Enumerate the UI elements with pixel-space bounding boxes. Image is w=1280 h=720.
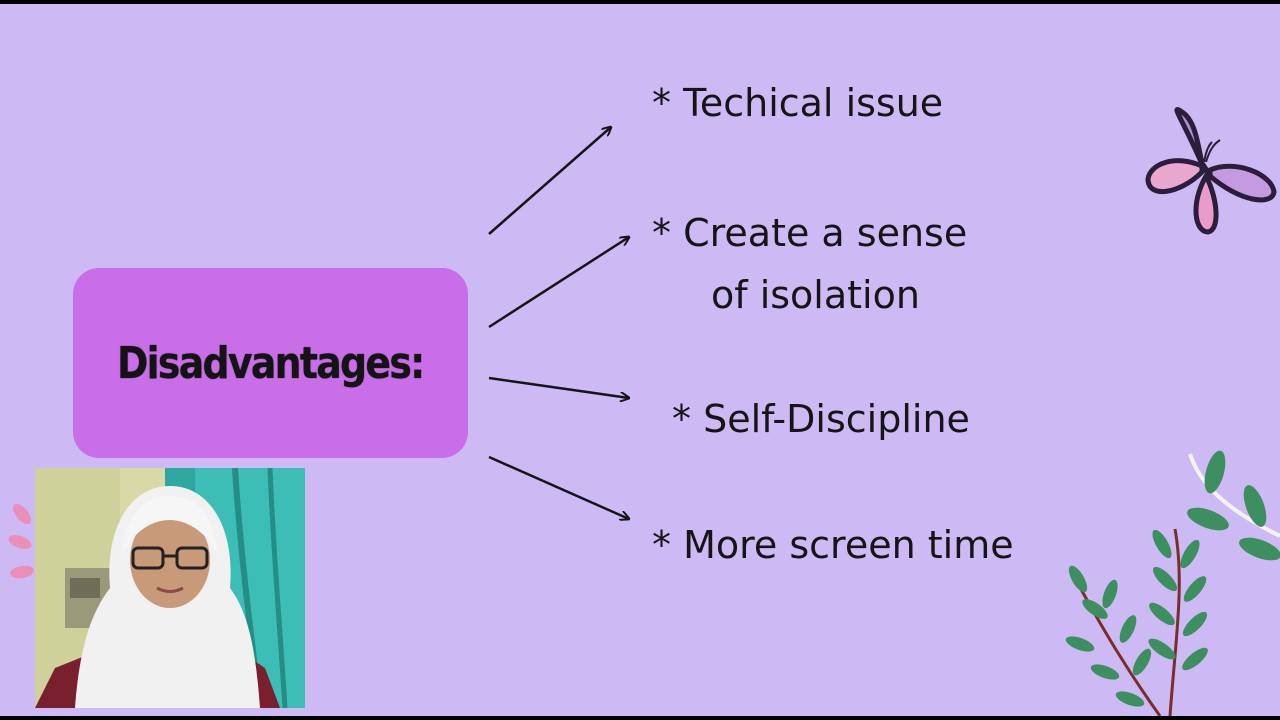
arrows <box>488 4 1280 716</box>
point-isolation-line1: * Create a sense <box>652 211 968 255</box>
plant-icon <box>1065 450 1280 716</box>
slide-title: Disadvantages: <box>117 337 425 389</box>
point-technical-issue: * Techical issue <box>652 81 944 125</box>
title-box: Disadvantages: <box>73 268 468 458</box>
slide: Disadvantages: * Techical issue * Create… <box>0 4 1280 716</box>
presenter-webcam <box>35 468 305 708</box>
point-screen-time: * More screen time <box>652 523 1014 567</box>
point-isolation-line2: of isolation <box>711 273 920 317</box>
butterfly-icon <box>1145 107 1277 235</box>
arrow-2 <box>488 237 629 329</box>
presenter-image <box>35 468 305 708</box>
leaf-icon <box>8 504 34 579</box>
arrow-4 <box>488 455 629 519</box>
point-self-discipline: * Self-Discipline <box>672 397 970 441</box>
arrow-3 <box>488 376 629 398</box>
arrow-1 <box>488 127 611 235</box>
